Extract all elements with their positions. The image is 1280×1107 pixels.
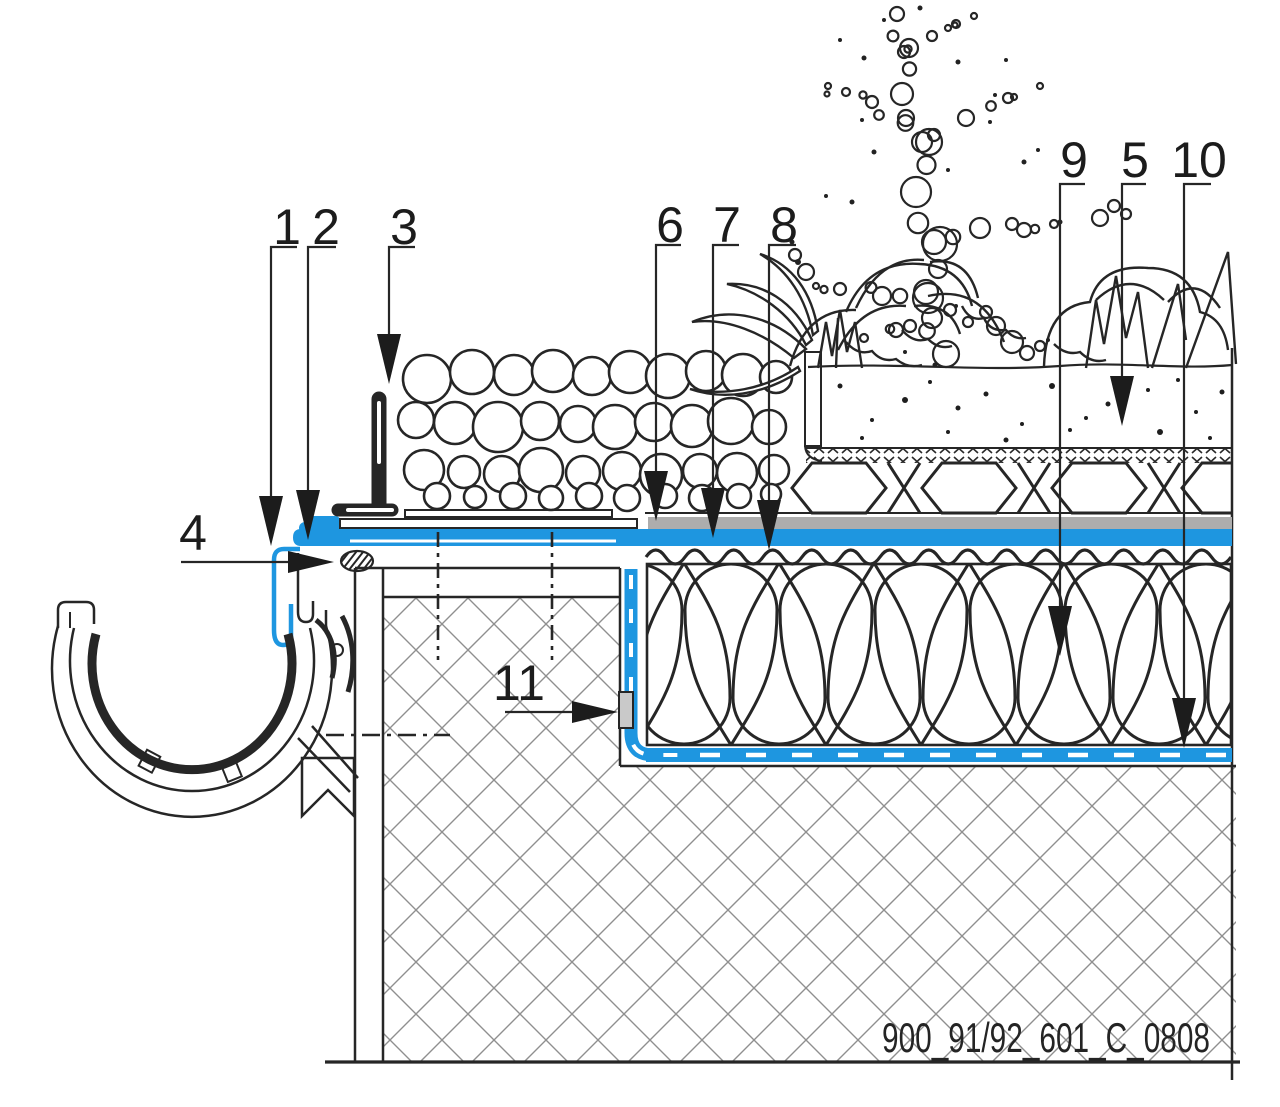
callout-3: 3 (377, 199, 418, 384)
callout-labels: 1 2 3 4 6 7 8 (179, 132, 1227, 1061)
gutter-clip-tab-2 (219, 758, 244, 784)
callout-10: 10 (1171, 132, 1227, 748)
gutter-front-bead (56, 600, 96, 628)
insulation-layer (645, 562, 1233, 747)
filter-fleece (806, 449, 1232, 463)
arrow-down-icon (296, 490, 320, 540)
arrow-down-icon (1110, 376, 1134, 426)
bracket-wall-foot (300, 756, 356, 820)
callout-2: 2 (296, 199, 340, 540)
arrow-down-icon (259, 496, 283, 546)
arrow-down-icon (377, 334, 401, 384)
callout-6-label: 6 (656, 197, 684, 253)
fastener-centerlines (436, 532, 554, 660)
bracket-hook-2 (339, 614, 356, 693)
bracket-hook-1 (314, 618, 337, 679)
shrub-bubble-plant (787, 5, 1133, 369)
metal-drip-hem (296, 553, 315, 624)
filter-fleece-upturn (804, 351, 822, 447)
callout-10-label: 10 (1171, 132, 1227, 188)
callout-5: 5 (1110, 132, 1149, 426)
drawing-reference-number: 900_91/92_601_C_0808 (882, 1014, 1210, 1061)
membrane-overlap-1 (305, 516, 341, 528)
callout-11: 11 (493, 655, 618, 723)
protection-mat (648, 517, 1232, 530)
bracket-hole (330, 643, 344, 657)
roof-layers (271, 351, 1233, 762)
callout-1: 1 (259, 199, 301, 546)
callout-5-label: 5 (1121, 132, 1149, 188)
callout-9-label: 9 (1060, 132, 1088, 188)
callout-7-label: 7 (713, 197, 741, 253)
gutter-assembly (50, 600, 359, 820)
bracket-strut-2 (311, 725, 359, 779)
callout-7: 7 (701, 197, 741, 538)
callout-3-label: 3 (390, 199, 418, 255)
gutter-clip-tab-1 (137, 748, 162, 775)
arrow-down-icon (701, 488, 725, 538)
callout-8: 8 (757, 197, 798, 550)
membrane-fixing-clamp (618, 691, 634, 729)
bracket-strut-1 (297, 737, 351, 793)
waterproofing-membrane (293, 529, 1232, 546)
edge-plate-upper (404, 509, 613, 518)
gravel-strip (396, 348, 794, 513)
edge-plate-lower (339, 518, 638, 529)
callout-8-label: 8 (770, 197, 798, 253)
fleece-corner (804, 445, 823, 462)
arrow-down-icon (644, 471, 668, 521)
arrow-down-icon (1048, 606, 1072, 656)
callout-4: 4 (179, 505, 334, 573)
shrub-seed-dots (789, 5, 1063, 368)
callout-6: 6 (644, 197, 684, 521)
arrow-right-icon (572, 701, 618, 723)
callout-11-label: 11 (493, 655, 545, 711)
substrate-surface-line (807, 363, 1233, 370)
gutter-holder-outer (50, 625, 334, 819)
arrow-right-icon (288, 551, 334, 573)
vapour-barrier-vertical-dashes (629, 575, 696, 757)
arrow-down-icon (1172, 698, 1196, 748)
callout-1-label: 1 (273, 199, 301, 255)
insulation-pattern (647, 564, 1231, 745)
gutter-holder-inner (68, 627, 316, 793)
callout-4-label: 4 (179, 505, 207, 561)
roof-edge-profile (326, 391, 638, 737)
substrate-dots (837, 378, 1225, 443)
gutter-sheet (87, 632, 297, 775)
arrow-down-icon (757, 500, 781, 550)
drainage-layer (790, 461, 1233, 515)
callout-2-label: 2 (312, 199, 340, 255)
separation-layer-wave (644, 548, 1233, 566)
callout-9: 9 (1048, 132, 1088, 656)
